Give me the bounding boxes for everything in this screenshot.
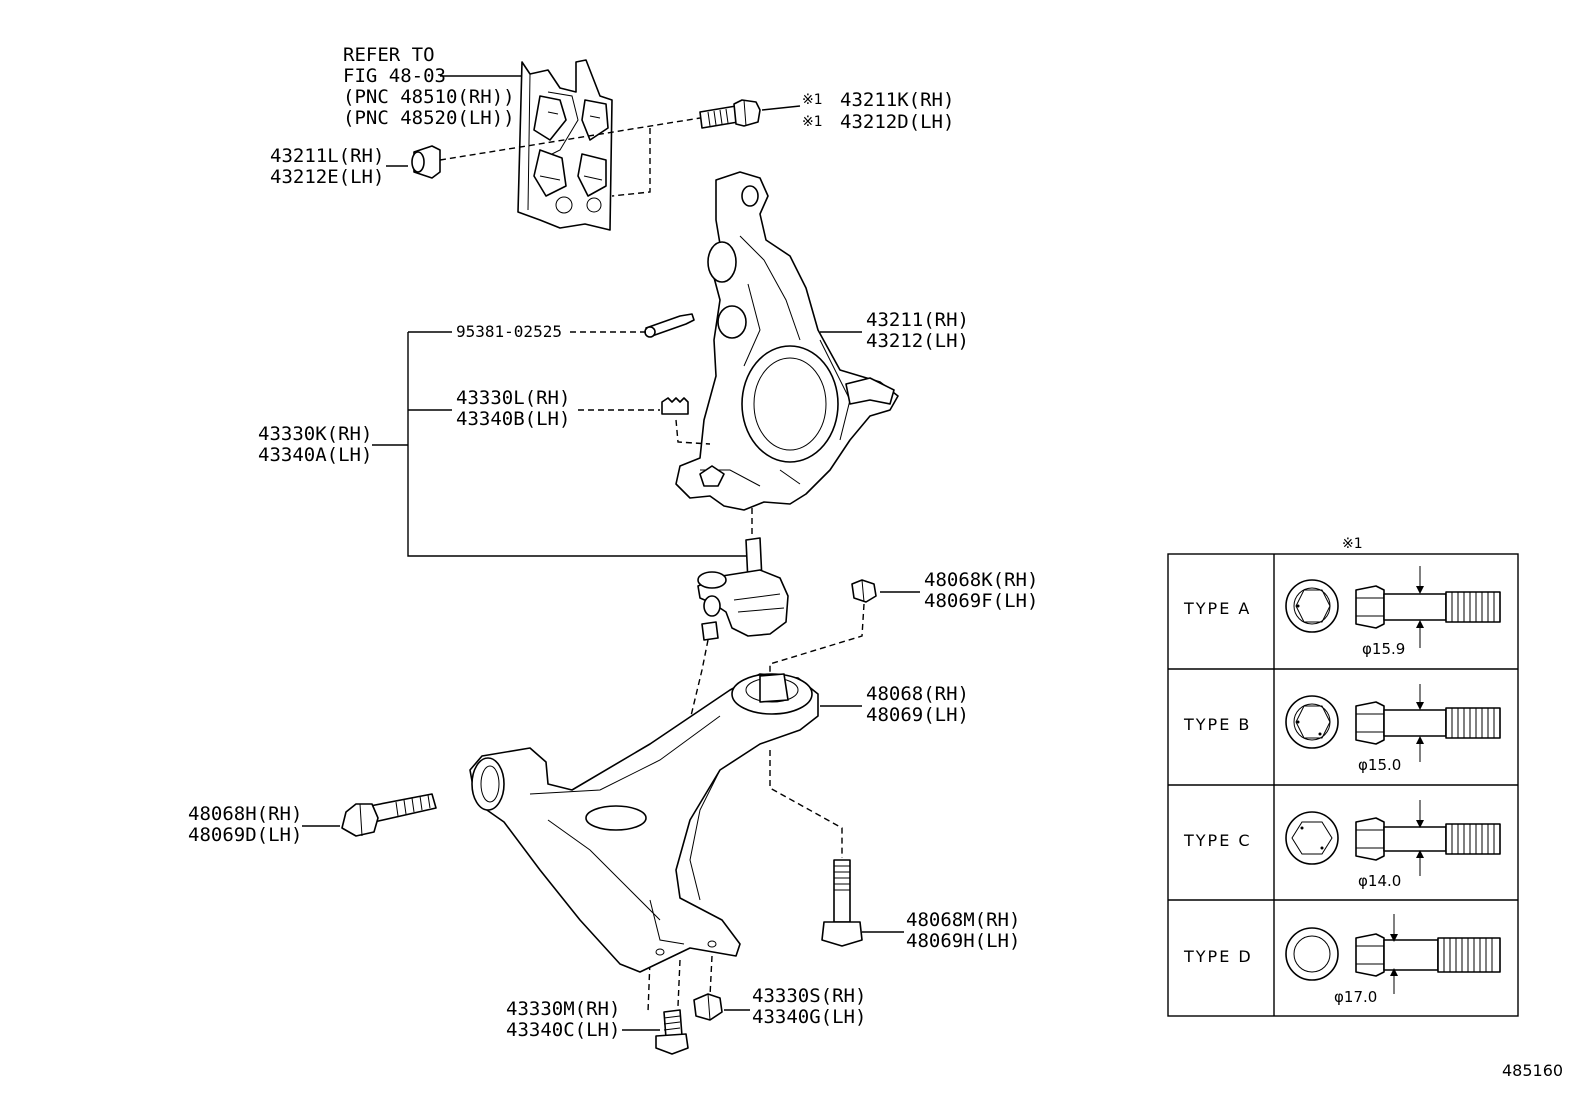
castle-nut-rh: 43330L(RH) [456,387,570,409]
refer-note-line1: REFER TO [343,44,435,66]
hub-bolt-a-drawing [1285,566,1501,648]
refer-note-line2: FIG 48-03 [343,65,446,87]
bolt-top-mark2: ※1 [802,114,823,130]
bolt-front-label: 48068H(RH) 48069D(LH) [188,803,302,846]
ball-joint-rh: 43330K(RH) [258,423,372,445]
type-table-title: ※1 [1342,536,1363,552]
bolt-top-rh: 43211K(RH) [840,89,954,111]
figure-number: 485160 [1502,1061,1563,1080]
lower-arm-rh: 48068(RH) [866,683,969,705]
knuckle-drawing [675,171,899,511]
nut-joint-rh: 43330S(RH) [752,985,866,1007]
bolt-top-drawing [699,99,801,129]
refer-note-line3: (PNC 48510(RH)) [343,86,515,108]
strut-bracket-drawing [517,59,613,231]
knuckle-lh: 43212(LH) [866,330,969,352]
bolt-joint-drawing [655,1009,689,1055]
nut-arm-label: 48068K(RH) 48069F(LH) [924,569,1038,612]
type-row-d: TYPE D φ17.0 [1183,914,1501,1006]
lower-arm-label: 48068(RH) 48069(LH) [866,683,969,726]
type-diameter-c: φ14.0 [1358,872,1401,890]
nut-joint-lh: 43340G(LH) [752,1006,866,1028]
cotter-pin-drawing [644,313,695,338]
bolt-front-drawing [341,793,437,837]
nut-top-rh: 43211L(RH) [270,145,384,167]
type-label-a: TYPE A [1183,599,1251,618]
bolt-joint-label: 43330M(RH) 43340C(LH) [506,998,620,1041]
nut-joint-drawing [693,993,723,1021]
bolt-front-rh: 48068H(RH) [188,803,302,825]
castle-nut-label: 43330L(RH) 43340B(LH) [456,387,570,430]
nut-top-lh: 43212E(LH) [270,166,384,188]
bolt-rear-label: 48068M(RH) 48069H(LH) [906,909,1020,952]
type-label-c: TYPE C [1183,831,1252,850]
lower-arm-lh: 48069(LH) [866,704,969,726]
cotter-pin-label: 95381-02525 [456,322,562,341]
nut-arm-lh: 48069F(LH) [924,590,1038,612]
type-diameter-b: φ15.0 [1358,756,1401,774]
type-row-c: TYPE C φ14.0 [1183,800,1501,890]
bolt-top-mark1: ※1 [802,92,823,108]
hub-bolt-c-drawing [1285,800,1501,876]
ball-joint-drawing [697,537,789,641]
bolt-joint-lh: 43340C(LH) [506,1019,620,1041]
nut-arm-rh: 48068K(RH) [924,569,1038,591]
type-label-b: TYPE B [1183,715,1251,734]
bolt-top-lh: 43212D(LH) [840,111,954,133]
type-label-d: TYPE D [1183,947,1253,966]
castle-nut-drawing [661,397,689,415]
hub-bolt-d-drawing [1285,914,1501,994]
nut-arm-drawing [851,579,877,603]
nut-joint-label: 43330S(RH) 43340G(LH) [752,985,866,1028]
type-row-b: TYPE B φ15.0 [1183,684,1501,774]
nut-top-label: 43211L(RH) 43212E(LH) [270,145,384,188]
bolt-front-lh: 48069D(LH) [188,824,302,846]
knuckle-rh: 43211(RH) [866,309,969,331]
type-diameter-d: φ17.0 [1334,988,1377,1006]
type-diameter-a: φ15.9 [1362,640,1405,658]
knuckle-label: 43211(RH) 43212(LH) [866,309,969,352]
hub-bolt-b-drawing [1285,684,1501,762]
bolt-rear-lh: 48069H(LH) [906,930,1020,952]
ball-joint-lh: 43340A(LH) [258,444,372,466]
bolt-rear-rh: 48068M(RH) [906,909,1020,931]
castle-nut-lh: 43340B(LH) [456,408,570,430]
ball-joint-label: 43330K(RH) 43340A(LH) [258,423,372,466]
type-row-a: TYPE A φ15.9 [1183,566,1501,658]
type-table: ※1 TYPE A φ [1167,536,1519,1017]
nut-top-drawing [386,145,441,179]
refer-note: REFER TO FIG 48-03 (PNC 48510(RH)) (PNC … [343,44,522,129]
bolt-top-label: ※1 43211K(RH) ※1 43212D(LH) [802,89,954,133]
bolt-rear-drawing [821,859,863,947]
refer-note-line4: (PNC 48520(LH)) [343,107,515,129]
bolt-joint-rh: 43330M(RH) [506,998,620,1020]
lower-arm-drawing [469,673,819,973]
